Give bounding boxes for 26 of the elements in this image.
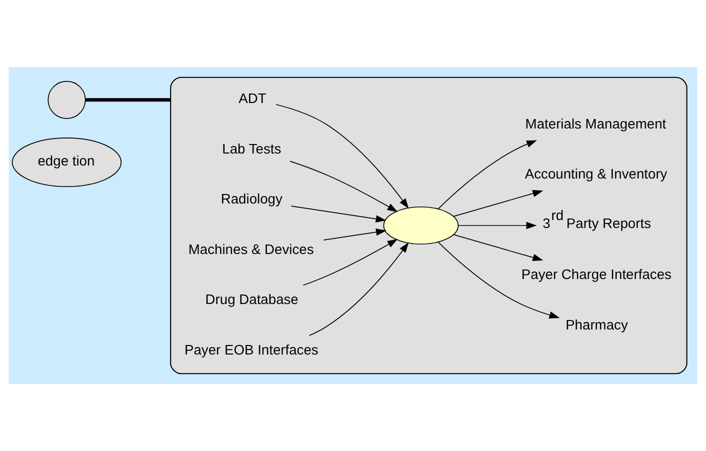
node-ellipse xyxy=(383,206,459,245)
node-circle xyxy=(48,80,86,119)
node-text: ADT xyxy=(238,90,266,106)
node-text: Materials Management xyxy=(525,115,666,132)
arrow xyxy=(276,104,409,209)
arrow xyxy=(308,242,409,336)
node-text: Accounting & Inventory xyxy=(524,166,668,182)
connector xyxy=(86,98,171,102)
arrow xyxy=(302,239,398,286)
arrow xyxy=(438,140,537,210)
node-text: Radiology xyxy=(220,190,282,207)
arrow xyxy=(458,222,537,230)
node-text: Lab Tests xyxy=(222,140,282,156)
arrow xyxy=(323,228,386,240)
node-text: Drug Database xyxy=(205,291,298,308)
node-text: Payer Charge Interfaces xyxy=(521,266,672,282)
node-ellipse: edge tion xyxy=(12,138,122,188)
node-text: Pharmacy xyxy=(566,316,628,332)
arrow xyxy=(290,206,386,222)
arrow xyxy=(290,160,398,212)
arrow xyxy=(438,242,560,319)
node-text: Payer EOB Interfaces xyxy=(184,341,318,358)
arrow xyxy=(453,234,544,262)
arrow xyxy=(453,190,544,217)
cluster xyxy=(170,76,688,374)
node-text: Machines & Devices xyxy=(188,240,314,257)
